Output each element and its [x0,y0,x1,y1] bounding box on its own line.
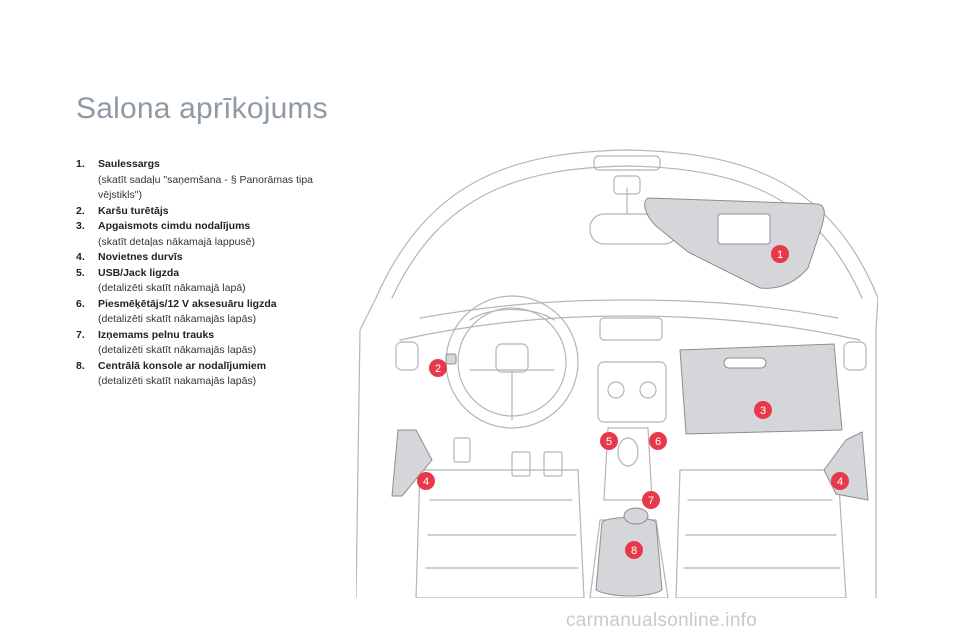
equipment-list: 1. Saulessargs (skatīt sadaļu "saņemšana … [76,157,341,390]
item-number: 1. [76,158,85,170]
item-label: Apgaismots cimdu nodalījums [98,220,251,232]
right-pillar [875,297,878,598]
item-label: Izņemams pelnu trauks [98,328,215,341]
list-item: 6. Piesmēķētājs/12 V aksesuāru ligzda (de… [76,297,341,328]
callout-label: 7 [648,495,654,507]
glovebox [679,343,843,435]
item-number: 8. [76,359,85,372]
item-label: Saulessargs [98,158,160,170]
watermark: carmanualsonline.info [566,610,758,631]
item-desc: (skatīt sadaļu "saņemšana - § Panorāmas … [98,173,314,202]
callout-1: 1 [771,245,789,263]
callouts: 1 2 3 4 4 5 6 7 [417,245,849,559]
list-item: 2. Karšu turētājs [76,204,341,220]
pedal-accelerator [543,451,563,477]
item-desc: (skatīt detaļas nākamajā lappusē) [98,235,256,248]
list-item: 5. USB/Jack ligzda (detalizēti skatīt nāk… [76,266,341,297]
callout-7: 7 [642,491,660,509]
climate-knob-right [639,381,657,399]
callout-label: 3 [760,405,766,417]
item-number: 2. [76,204,85,217]
climate-panel [597,361,667,423]
steering-spokes [469,369,555,421]
item-label: USB/Jack ligzda [98,266,180,279]
glovebox-handle [723,357,767,369]
callout-6: 6 [649,432,667,450]
dashboard-top [419,299,839,319]
callout-5: 5 [600,432,618,450]
item-label: Novietnes durvīs [98,251,183,263]
callout-3: 3 [754,401,772,419]
callout-label: 6 [655,436,661,448]
list-item: 1. Saulessargs (skatīt sadaļu "saņemšana … [76,157,341,204]
callout-4-right: 4 [831,472,849,490]
right-vent [843,341,867,371]
item-desc: (detalizēti skatīt nākamajā lapā) [98,282,246,294]
page-title: Salona aprīkojums [76,92,328,125]
item-desc: (detalizēti skatīt nākamajās lapās) [98,313,257,325]
item-number: 7. [76,328,85,341]
callout-2: 2 [429,359,447,377]
passenger-seat [675,469,847,598]
item-label: Piesmēķētājs/12 V aksesuāru ligzda [98,297,277,310]
item-label: Centrālā konsole ar nodalījumiem [98,359,267,372]
pedal-brake [511,451,531,477]
climate-knob-left [607,381,625,399]
item-number: 5. [76,266,85,279]
pedal-clutch [453,437,471,463]
list-item: 7. Izņemams pelnu trauks (detalizēti skat… [76,328,341,359]
item-label: Karšu turētājs [98,204,169,217]
vanity-mirror [717,213,771,245]
item-number: 6. [76,297,85,310]
roof-console [593,155,661,171]
callout-label: 2 [435,363,441,375]
map-holder [445,353,457,365]
callout-label: 4 [837,476,843,488]
driver-seat-lines [425,499,579,569]
list-item: 8. Centrālā konsole ar nodalījumiem (deta… [76,359,341,390]
item-number: 4. [76,251,85,263]
driver-seat [415,469,585,598]
list-item: 3. Apgaismots cimdu nodalījums (skatīt de… [76,219,341,250]
callout-label: 1 [777,249,783,261]
roof-lamp [613,175,641,195]
callout-4-left: 4 [417,472,435,490]
door-pocket-left [391,429,433,497]
instrument-cluster [469,308,555,321]
item-number: 3. [76,220,85,232]
passenger-seat-lines [683,499,841,569]
dashboard-line [399,315,861,341]
item-desc: (detalizēti skatīt nakamajās lapās) [98,375,257,387]
airbag-cover [495,343,529,373]
list-item: 4. Novietnes durvīs [76,250,341,266]
callout-label: 4 [423,476,429,488]
gear-knob [617,437,639,467]
car-interior-illustration: 1 2 3 4 4 5 6 7 [356,149,878,598]
left-pillar [356,297,377,598]
callout-label: 8 [631,545,637,557]
callout-8: 8 [625,541,643,559]
ashtray [623,507,649,525]
center-vents [599,317,663,341]
door-pocket-right [823,431,869,501]
left-vent [395,341,419,371]
callout-label: 5 [606,436,612,448]
item-desc: (detalizēti skatīt nākamajās lapās) [98,344,257,356]
